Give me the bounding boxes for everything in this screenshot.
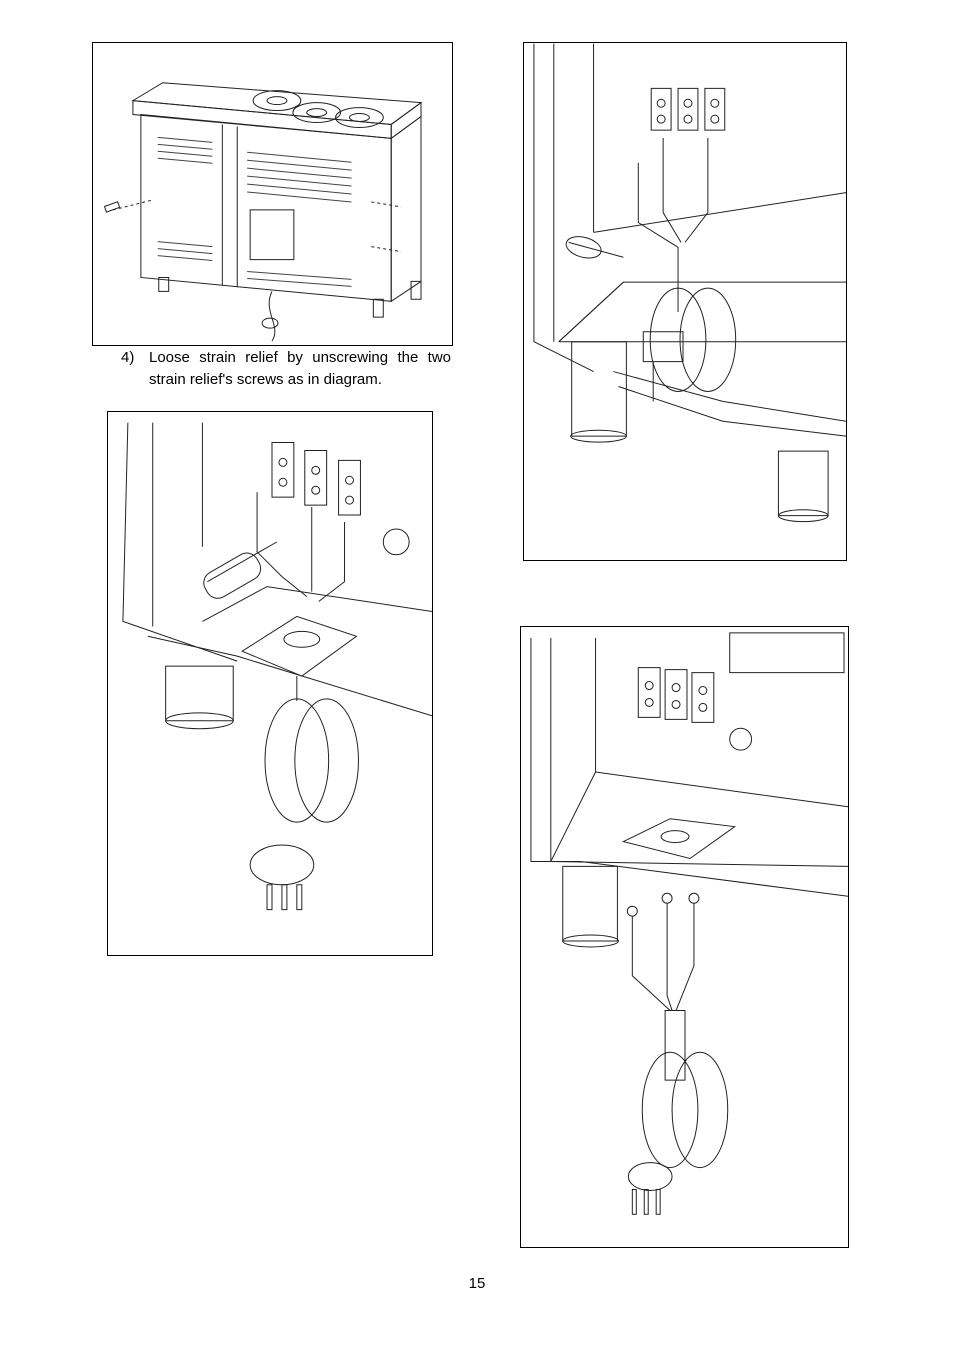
- range-rear-panel-illustration: [93, 43, 452, 345]
- page-number: 15: [468, 1275, 486, 1292]
- step-text: Loose strain relief by unscrewing the tw…: [149, 349, 451, 388]
- terminal-block-screwdriver-figure: [523, 42, 847, 561]
- strain-relief-screwdriver-illustration: [108, 412, 432, 955]
- terminal-block-with-screwdriver-illustration: [524, 43, 846, 560]
- range-rear-view-figure: [92, 42, 453, 346]
- step-number: 4): [121, 349, 135, 366]
- cord-removed-figure: [520, 626, 849, 1248]
- power-cord-removed-illustration: [521, 627, 848, 1247]
- strain-relief-screwdriver-figure: [107, 411, 433, 956]
